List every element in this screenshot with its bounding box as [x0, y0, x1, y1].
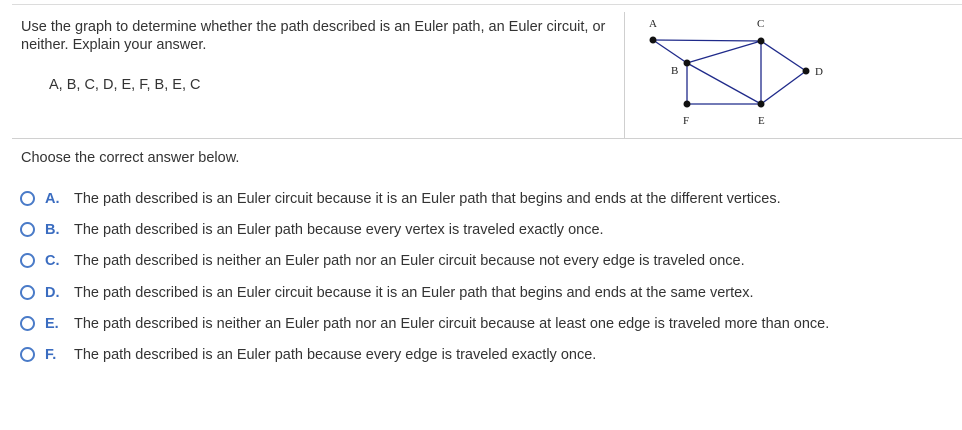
- edge-a-c: [652, 39, 762, 42]
- vertex-b: [683, 59, 691, 67]
- option-c[interactable]: C. The path described is neither an Eule…: [20, 251, 829, 282]
- edge-b-e: [686, 62, 762, 105]
- radio-b[interactable]: [20, 222, 35, 238]
- answer-options: A. The path described is an Euler circui…: [20, 189, 829, 376]
- question-text: Use the graph to determine whether the p…: [21, 19, 606, 53]
- answer-prompt: Choose the correct answer below.: [21, 150, 240, 166]
- option-b[interactable]: B. The path described is an Euler path b…: [20, 220, 829, 251]
- graph-edges: [652, 39, 807, 105]
- edge-c-d: [760, 40, 807, 72]
- path-sequence: A, B, C, D, E, F, B, E, C: [49, 77, 201, 93]
- vertex-f: [683, 100, 691, 108]
- vertex-c: [757, 37, 765, 45]
- option-letter-d: D.: [45, 284, 60, 301]
- radio-c[interactable]: [20, 253, 35, 269]
- graph-figure: A B C D E F: [649, 18, 823, 127]
- option-letter-e: E.: [45, 315, 59, 332]
- radio-d[interactable]: [20, 284, 35, 300]
- option-letter-b: B.: [45, 222, 60, 239]
- vertex-label-f: F: [683, 115, 689, 127]
- edge-d-e: [760, 70, 807, 105]
- vertical-divider: [624, 12, 625, 138]
- vertex-label-d: D: [815, 66, 823, 78]
- vertex-label-c: C: [757, 18, 764, 30]
- option-letter-a: A.: [45, 191, 60, 207]
- radio-a[interactable]: [20, 191, 35, 206]
- option-e[interactable]: E. The path described is neither an Eule…: [20, 314, 829, 345]
- option-d[interactable]: D. The path described is an Euler circui…: [20, 283, 829, 314]
- vertex-e: [757, 100, 765, 108]
- option-text-a: The path described is an Euler circuit b…: [74, 191, 781, 207]
- vertex-label-b: B: [671, 65, 678, 77]
- section-divider: [12, 138, 962, 139]
- top-divider: [12, 4, 962, 5]
- radio-f[interactable]: [20, 346, 35, 362]
- vertex-label-a: A: [649, 18, 657, 30]
- option-text-f: The path described is an Euler path beca…: [74, 346, 597, 363]
- option-text-d: The path described is an Euler circuit b…: [74, 284, 754, 301]
- vertex-a: [649, 36, 657, 44]
- radio-e[interactable]: [20, 315, 35, 331]
- vertex-d: [802, 67, 810, 75]
- option-a[interactable]: A. The path described is an Euler circui…: [20, 189, 829, 220]
- edge-b-c: [686, 40, 762, 64]
- option-text-e: The path described is neither an Euler p…: [74, 315, 830, 332]
- option-letter-f: F.: [45, 346, 57, 363]
- option-letter-c: C.: [45, 253, 60, 270]
- edge-a-b: [652, 39, 688, 64]
- option-f[interactable]: F. The path described is an Euler path b…: [20, 345, 829, 376]
- option-text-b: The path described is an Euler path beca…: [74, 222, 604, 239]
- vertex-label-e: E: [758, 115, 765, 127]
- option-text-c: The path described is neither an Euler p…: [74, 253, 745, 270]
- graph-vertices: [649, 36, 810, 108]
